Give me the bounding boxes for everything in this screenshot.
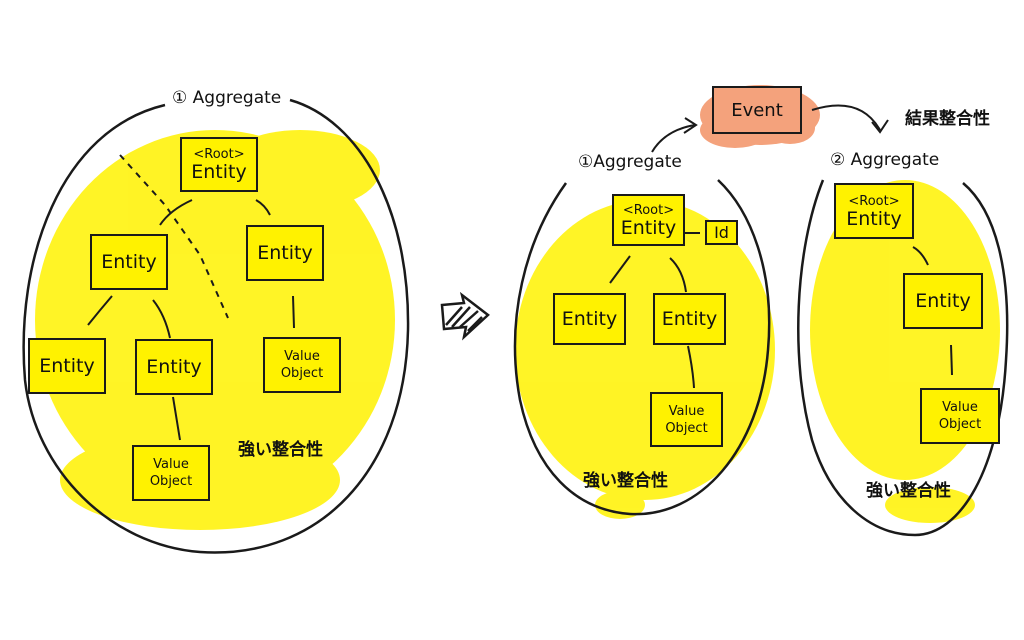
left-entity-2[interactable]: Entity: [246, 225, 324, 281]
aggregate1-label: ①Aggregate: [578, 152, 682, 172]
left-strong-consistency: 強い整合性: [238, 440, 323, 460]
id-label: Id: [714, 222, 729, 242]
arrow-from-event: [811, 104, 881, 131]
aggregate1-strong-consistency: 強い整合性: [583, 471, 668, 491]
root-entity-name: Entity: [846, 207, 902, 230]
root-entity-name: Entity: [620, 216, 677, 239]
aggregate1-entity-1[interactable]: Entity: [553, 293, 626, 345]
aggregate1-root-entity[interactable]: <Root> Entity: [612, 194, 685, 246]
left-root-entity[interactable]: <Root> Entity: [180, 137, 258, 192]
root-stereotype: <Root>: [848, 193, 900, 209]
aggregate2-value-object[interactable]: Value Object: [920, 388, 1000, 444]
aggregate2-label: ② Aggregate: [830, 150, 940, 170]
event-box[interactable]: Event: [712, 86, 802, 134]
left-aggregate-label: ① Aggregate: [172, 88, 282, 108]
aggregate2-strong-consistency: 強い整合性: [866, 481, 951, 501]
arrow-to-event: [651, 124, 696, 153]
aggregate2-root-entity[interactable]: <Root> Entity: [834, 183, 914, 239]
value-object-line1: Value: [668, 403, 705, 419]
left-entity-3[interactable]: Entity: [28, 338, 106, 394]
aggregate1-id-box[interactable]: Id: [705, 220, 738, 245]
value-object-line1: Value: [942, 400, 978, 415]
left-aggregate-boundary: [22, 98, 410, 554]
entity-label: Entity: [146, 356, 202, 378]
entity-label: Entity: [915, 290, 971, 312]
value-object-line1: Value: [153, 457, 189, 472]
entity-label: Entity: [101, 251, 157, 273]
value-object-line2: Object: [665, 420, 708, 436]
hatched-arrow-icon: [440, 291, 490, 341]
value-object-line1: Value: [284, 349, 320, 364]
left-entity-1[interactable]: Entity: [90, 234, 168, 290]
left-value-object-2[interactable]: Value Object: [132, 445, 210, 501]
dashed-split-line: [119, 154, 229, 319]
aggregate1-boundary: [513, 179, 771, 516]
value-object-line2: Object: [938, 417, 982, 432]
value-object-line2: Object: [280, 366, 324, 381]
aggregate1-entity-2[interactable]: Entity: [653, 293, 726, 345]
left-value-object-1[interactable]: Value Object: [263, 337, 341, 393]
entity-label: Entity: [561, 308, 618, 330]
aggregate2-boundary: [797, 179, 1009, 537]
root-stereotype: <Root>: [622, 202, 675, 218]
value-object-line2: Object: [149, 474, 193, 489]
aggregate1-value-object[interactable]: Value Object: [650, 392, 723, 447]
root-stereotype: <Root>: [193, 147, 245, 162]
left-entity-4[interactable]: Entity: [135, 339, 213, 395]
entity-label: Entity: [661, 308, 718, 330]
entity-label: Entity: [39, 355, 95, 377]
root-entity-name: Entity: [191, 161, 247, 183]
aggregate2-entity-1[interactable]: Entity: [903, 273, 983, 329]
entity-label: Entity: [257, 242, 313, 264]
eventual-consistency-label: 結果整合性: [905, 109, 990, 129]
